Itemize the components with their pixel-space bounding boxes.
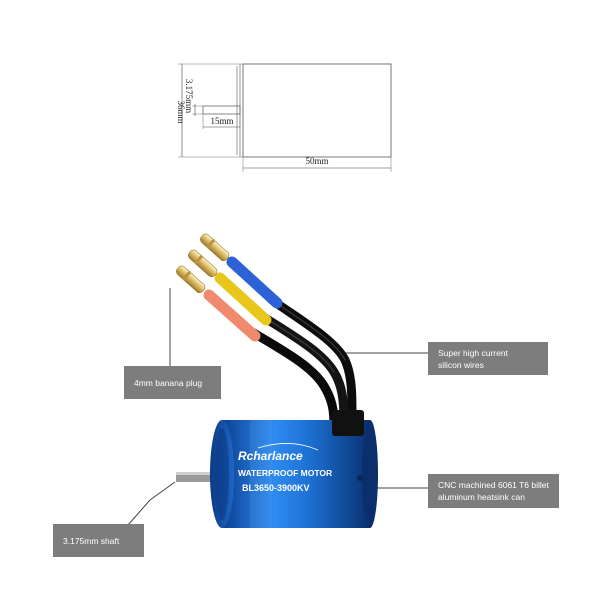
dim-shaft-dia-label: 3.175mm [184,79,194,113]
motor-line2: BL3650-3900KV [242,483,310,493]
callout-wires: Super high current silicon wires [428,342,548,375]
dim-shaft-len-label: 15mm [210,116,233,126]
callout-can: CNC machined 6061 T6 billet aluminum hea… [428,474,559,508]
dimension-drawing: 36mm 3.175mm 15mm 50mm [176,63,392,172]
callout-shaft: 3.175mm shaft [53,524,144,557]
wire-sleeves [203,256,283,342]
motor-can: Rcharlance WATERPROOF MOTOR BL3650-3900K… [176,410,378,528]
callout-can-line1: CNC machined 6061 T6 billet [438,480,549,490]
callout-wires-line1: Super high current [438,347,508,358]
dim-length-label: 50mm [305,156,328,166]
salmon-sleeve [203,289,261,342]
callout-plug-text: 4mm banana plug [134,377,203,388]
banana-plugs [176,233,230,294]
yellow-sleeve [214,272,272,326]
callout-plug: 4mm banana plug [124,366,221,399]
callout-can-line2: aluminum heatsink can [438,492,525,502]
motor-line1: WATERPROOF MOTOR [238,468,332,478]
callout-shaft-text: 3.175mm shaft [63,535,120,546]
brand-label: Rcharlance [238,449,303,463]
callout-wires-line2: silicon wires [438,359,484,370]
blue-sleeve [226,256,283,309]
dim-diameter-label: 36mm [176,100,186,123]
